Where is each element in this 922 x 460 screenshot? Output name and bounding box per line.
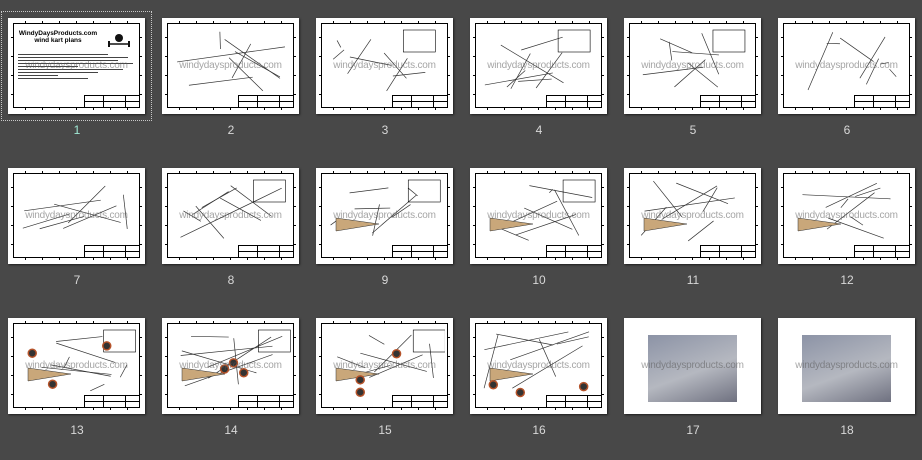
page-thumbnail-5[interactable]: windydaysproducts.com 5 bbox=[616, 10, 770, 160]
watermark: windydaysproducts.com bbox=[624, 360, 761, 371]
page-thumbnail-17[interactable]: windydaysproducts.com 17 bbox=[616, 310, 770, 460]
watermark: windydaysproducts.com bbox=[162, 360, 299, 371]
page-number-label: 9 bbox=[308, 273, 462, 287]
page-thumbnail-7[interactable]: windydaysproducts.com 7 bbox=[0, 160, 154, 310]
page-number-label: 17 bbox=[616, 423, 770, 437]
watermark: windydaysproducts.com bbox=[8, 60, 145, 71]
page-thumbnail-10[interactable]: windydaysproducts.com 10 bbox=[462, 160, 616, 310]
watermark: windydaysproducts.com bbox=[624, 210, 761, 221]
page-preview[interactable]: windydaysproducts.com bbox=[316, 168, 453, 264]
page-preview[interactable]: windydaysproducts.com bbox=[778, 318, 915, 414]
page-preview[interactable]: windydaysproducts.com bbox=[162, 168, 299, 264]
page-thumbnail-16[interactable]: windydaysproducts.com 16 bbox=[462, 310, 616, 460]
page-preview[interactable]: windydaysproducts.com bbox=[778, 168, 915, 264]
page-thumbnail-14[interactable]: windydaysproducts.com 14 bbox=[154, 310, 308, 460]
watermark: windydaysproducts.com bbox=[316, 210, 453, 221]
watermark: windydaysproducts.com bbox=[470, 60, 607, 71]
page-preview[interactable]: windydaysproducts.com bbox=[316, 318, 453, 414]
page-preview[interactable]: windydaysproducts.com bbox=[470, 18, 607, 114]
watermark: windydaysproducts.com bbox=[624, 60, 761, 71]
page-thumbnail-18[interactable]: windydaysproducts.com 18 bbox=[770, 310, 922, 460]
page-number-label: 3 bbox=[308, 123, 462, 137]
page-thumbnail-12[interactable]: windydaysproducts.com 12 bbox=[770, 160, 922, 310]
page-number-label: 7 bbox=[0, 273, 154, 287]
watermark: windydaysproducts.com bbox=[778, 60, 915, 71]
page-preview[interactable]: windydaysproducts.com bbox=[624, 18, 761, 114]
page-number-label: 2 bbox=[154, 123, 308, 137]
page-thumbnail-15[interactable]: windydaysproducts.com 15 bbox=[308, 310, 462, 460]
page-preview[interactable]: windydaysproducts.com bbox=[624, 318, 761, 414]
watermark: windydaysproducts.com bbox=[8, 210, 145, 221]
watermark: windydaysproducts.com bbox=[316, 360, 453, 371]
page-thumbnail-4[interactable]: windydaysproducts.com 4 bbox=[462, 10, 616, 160]
watermark: windydaysproducts.com bbox=[778, 360, 915, 371]
page-preview[interactable]: windydaysproducts.com bbox=[162, 18, 299, 114]
page-preview[interactable]: windydaysproducts.com bbox=[470, 318, 607, 414]
page-number-label: 1 bbox=[0, 123, 154, 137]
page-number-label: 13 bbox=[0, 423, 154, 437]
page-preview[interactable]: windydaysproducts.com bbox=[8, 318, 145, 414]
page-number-label: 6 bbox=[770, 123, 922, 137]
page-number-label: 10 bbox=[462, 273, 616, 287]
watermark: windydaysproducts.com bbox=[316, 60, 453, 71]
page-preview[interactable]: windydaysproducts.com bbox=[8, 168, 145, 264]
page-preview[interactable]: windydaysproducts.com bbox=[624, 168, 761, 264]
watermark: windydaysproducts.com bbox=[778, 210, 915, 221]
page-number-label: 14 bbox=[154, 423, 308, 437]
watermark: windydaysproducts.com bbox=[8, 360, 145, 371]
page-number-label: 4 bbox=[462, 123, 616, 137]
page-number-label: 12 bbox=[770, 273, 922, 287]
page-preview[interactable]: windydaysproducts.com bbox=[470, 168, 607, 264]
watermark: windydaysproducts.com bbox=[162, 60, 299, 71]
page-number-label: 15 bbox=[308, 423, 462, 437]
page-thumbnail-6[interactable]: windydaysproducts.com 6 bbox=[770, 10, 922, 160]
page-number-label: 16 bbox=[462, 423, 616, 437]
page-thumbnail-3[interactable]: windydaysproducts.com 3 bbox=[308, 10, 462, 160]
page-number-label: 8 bbox=[154, 273, 308, 287]
page-preview[interactable]: windydaysproducts.com bbox=[162, 318, 299, 414]
page-thumbnail-9[interactable]: windydaysproducts.com 9 bbox=[308, 160, 462, 310]
page-thumbnail-2[interactable]: windydaysproducts.com 2 bbox=[154, 10, 308, 160]
page-preview[interactable]: windydaysproducts.com bbox=[316, 18, 453, 114]
page-preview[interactable]: windydaysproducts.com bbox=[778, 18, 915, 114]
page-number-label: 18 bbox=[770, 423, 922, 437]
watermark: windydaysproducts.com bbox=[470, 210, 607, 221]
page-number-label: 11 bbox=[616, 273, 770, 287]
page-thumbnail-8[interactable]: windydaysproducts.com 8 bbox=[154, 160, 308, 310]
page-thumbnail-11[interactable]: windydaysproducts.com 11 bbox=[616, 160, 770, 310]
watermark: windydaysproducts.com bbox=[162, 210, 299, 221]
watermark: windydaysproducts.com bbox=[470, 360, 607, 371]
page-number-label: 5 bbox=[616, 123, 770, 137]
page-thumbnail-13[interactable]: windydaysproducts.com 13 bbox=[0, 310, 154, 460]
